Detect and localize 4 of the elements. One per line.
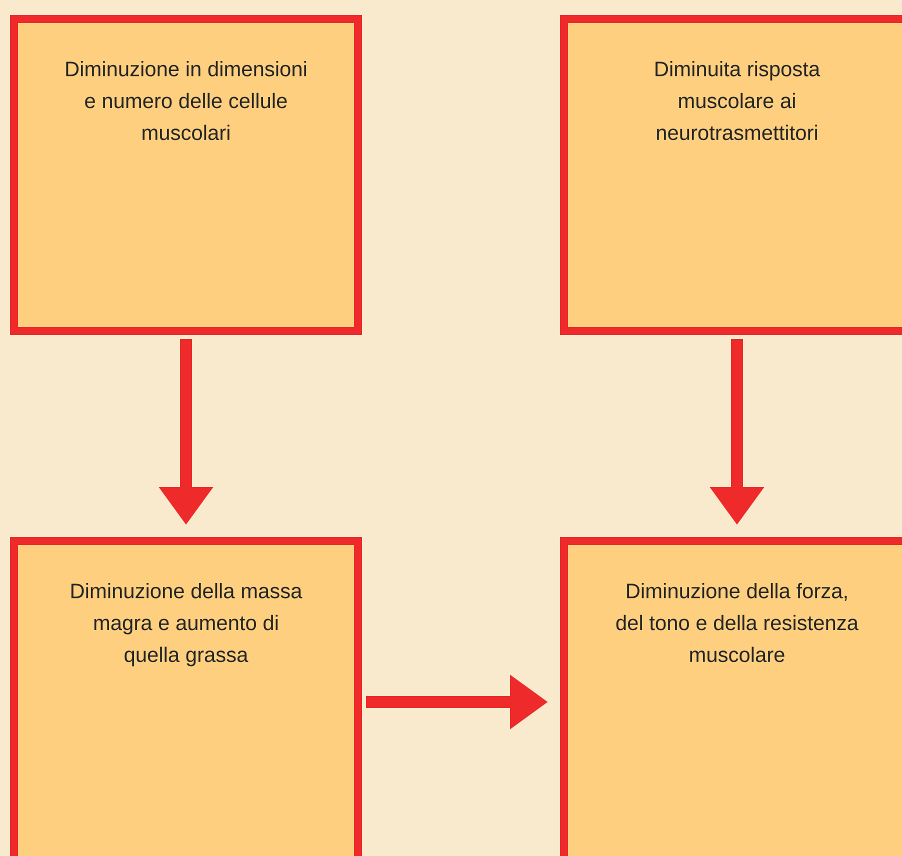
process-box: Diminuzione della forza, del tono e della resistenza muscolare — [560, 537, 902, 856]
process-box: Diminuzione della massa magra e aumento di quella grassa — [10, 537, 362, 856]
process-box: Diminuzione in dimensioni e numero delle cellule muscolari — [10, 15, 362, 335]
process-box: Diminuita risposta muscolare ai neurotrasmettitori — [560, 15, 902, 335]
